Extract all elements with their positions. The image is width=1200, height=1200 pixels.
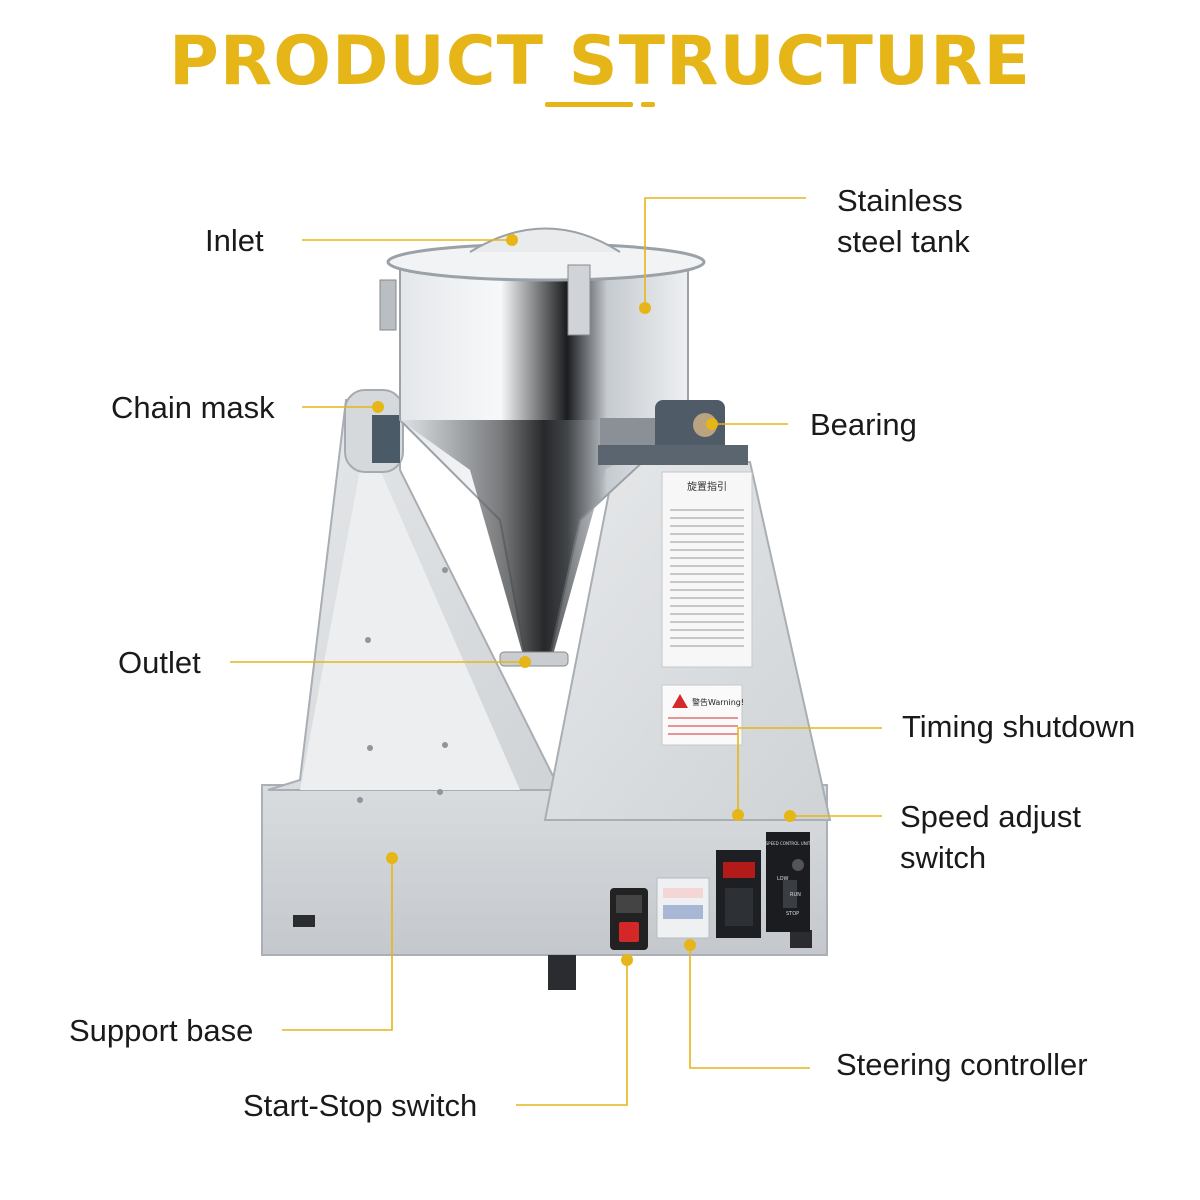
warning-sticker: 警告Warning!: [661, 684, 744, 746]
chain-mask: [344, 389, 404, 473]
leader-lines: [230, 197, 882, 1106]
stainless-steel-tank: [379, 227, 706, 667]
title-underline: [545, 102, 655, 107]
stop-text: STOP: [786, 911, 799, 917]
label-start-stop-switch: Start-Stop switch: [243, 1088, 478, 1123]
label-stainless-line2: steel tank: [837, 224, 970, 259]
guide-heading: 旋置指引: [687, 480, 727, 493]
label-inlet: Inlet: [205, 223, 264, 258]
guide-sticker: 旋置指引: [661, 471, 753, 668]
label-timing-shutdown: Timing shutdown: [902, 709, 1136, 744]
label-chain-mask: Chain mask: [111, 390, 275, 425]
label-stainless-line1: Stainless: [837, 183, 963, 218]
page-title: PRODUCT STRUCTURE: [169, 22, 1031, 101]
steering-controller[interactable]: [656, 877, 710, 939]
speed-adjust-switch[interactable]: SPEED CONTROL UNIT LOW RUN STOP: [766, 832, 811, 932]
label-speed-line2: switch: [900, 840, 987, 875]
label-bearing: Bearing: [810, 407, 917, 442]
label-dots: [372, 234, 796, 966]
start-stop-switch[interactable]: [610, 888, 648, 950]
label-outlet: Outlet: [118, 645, 201, 680]
bearing-block: [598, 400, 748, 465]
low-text: LOW: [777, 876, 789, 882]
speed-control-text: SPEED CONTROL UNIT: [766, 841, 811, 846]
timing-shutdown-controller[interactable]: [716, 850, 761, 938]
label-support-base: Support base: [69, 1013, 254, 1048]
label-steering-controller: Steering controller: [836, 1047, 1088, 1082]
run-text: RUN: [790, 892, 801, 898]
warning-text: 警告Warning!: [692, 697, 744, 707]
label-speed-line1: Speed adjust: [900, 799, 1081, 834]
panel-screws: [357, 567, 448, 803]
